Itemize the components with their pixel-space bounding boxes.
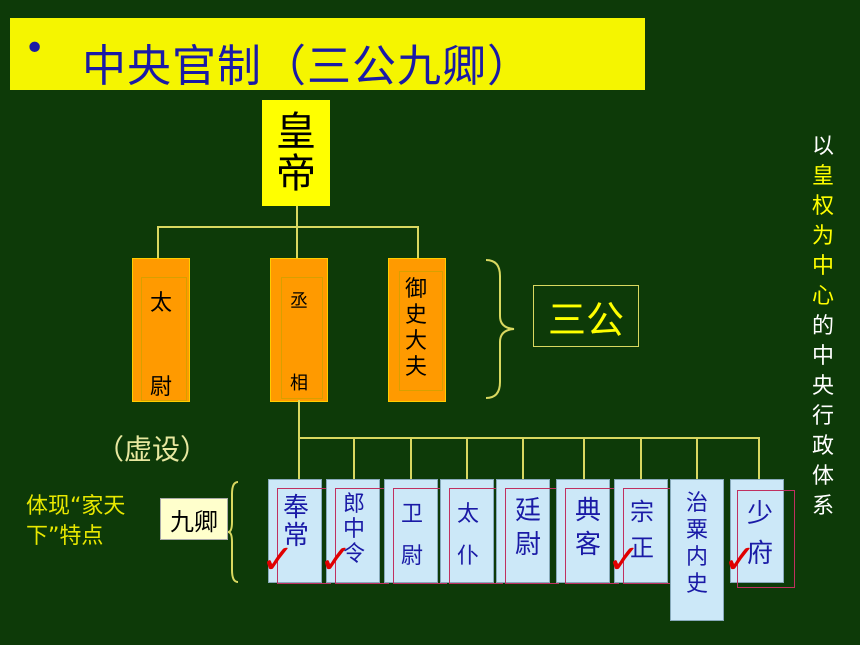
minister-zhisuneishi-text: 治粟内史	[685, 491, 708, 597]
minister-tingwei-text: 廷尉	[514, 496, 541, 560]
check-mark-icon: ✓	[723, 537, 757, 583]
gong-yushidafu-inner-frame	[399, 271, 443, 391]
connector-qing-6	[583, 437, 585, 479]
connector-qing-horizontal	[298, 437, 760, 439]
connector-gong-3	[417, 226, 419, 258]
gong-yushidafu: 御史大夫	[388, 258, 446, 402]
gong-taiwei-top: 太	[149, 291, 172, 316]
side-note-part2: 的中央行政体系	[811, 314, 834, 519]
connector-gong-1	[157, 226, 159, 258]
gong-yushidafu-text: 御史大夫	[404, 277, 427, 380]
minister-langzhongling-text: 郎中令	[342, 492, 365, 567]
minister-zongzheng: 宗正 ✓	[607, 479, 677, 584]
title-bar: • 中央官制（三公九卿）	[10, 18, 645, 92]
connector-chengxiang-vertical	[298, 400, 300, 438]
title-bullet: •	[24, 28, 46, 69]
jiu-qing-brace	[228, 481, 239, 583]
minister-weiwei-text: 卫尉	[400, 502, 423, 569]
connector-qing-9	[758, 437, 760, 479]
connector-qing-1	[298, 437, 300, 479]
connector-qing-8	[696, 437, 698, 479]
tixian-note: 体现“家天下”特点	[26, 494, 126, 549]
minister-zongzheng-text: 宗正	[630, 498, 654, 562]
connector-qing-4	[466, 437, 468, 479]
gong-chengxiang-bottom: 相	[290, 373, 308, 394]
check-mark-icon: ✓	[319, 537, 353, 583]
minister-taipu: 太仆	[440, 479, 503, 584]
san-gong-brace	[485, 259, 515, 399]
minister-shaofu-text: 少府	[746, 499, 773, 569]
minister-dianke-text: 典客	[574, 496, 601, 560]
emperor-box: 皇 帝	[262, 100, 330, 206]
minister-weiwei: 卫尉	[384, 479, 447, 584]
connector-qing-5	[522, 437, 524, 479]
gong-taiwei-inner-frame	[141, 277, 187, 401]
gong-taiwei: 太 尉	[132, 258, 190, 402]
jiu-qing-label: 九卿	[160, 498, 228, 540]
gong-chengxiang-top: 丞	[290, 291, 308, 312]
minister-fengchang: 奉常 ✓	[261, 479, 331, 584]
emperor-char-1: 皇	[276, 109, 316, 155]
connector-qing-2	[353, 437, 355, 479]
minister-shaofu-inner-frame	[737, 490, 795, 588]
minister-fengchang-text: 奉常	[282, 493, 309, 551]
san-gong-label: 三公	[533, 285, 639, 347]
emperor-char-2: 帝	[276, 151, 316, 197]
minister-tingwei: 廷尉	[496, 479, 559, 584]
minister-taipu-text: 太仆	[456, 502, 479, 569]
side-note-part1: 以	[811, 134, 834, 159]
check-mark-icon: ✓	[607, 537, 641, 583]
side-note: 以皇权为中心的中央行政体系	[808, 132, 838, 522]
check-mark-icon: ✓	[261, 537, 295, 583]
connector-gong-horizontal	[157, 226, 419, 228]
connector-emperor-vertical	[296, 206, 298, 258]
gong-taiwei-bottom: 尉	[149, 375, 172, 400]
connector-qing-3	[410, 437, 412, 479]
minister-zhisuneishi: 治粟内史	[670, 479, 724, 621]
page-title: 中央官制（三公九卿）	[82, 41, 532, 92]
gong-chengxiang: 丞 相	[270, 258, 328, 402]
minister-langzhongling: 郎中令 ✓	[319, 479, 389, 584]
minister-dianke: 典客	[556, 479, 619, 584]
gong-chengxiang-inner-frame	[281, 277, 323, 399]
minister-shaofu: 少府 ✓	[723, 479, 795, 588]
connector-qing-7	[640, 437, 642, 479]
xu-she-note: （虚设）	[96, 433, 209, 466]
side-note-highlight: 皇权为中心	[811, 164, 834, 309]
